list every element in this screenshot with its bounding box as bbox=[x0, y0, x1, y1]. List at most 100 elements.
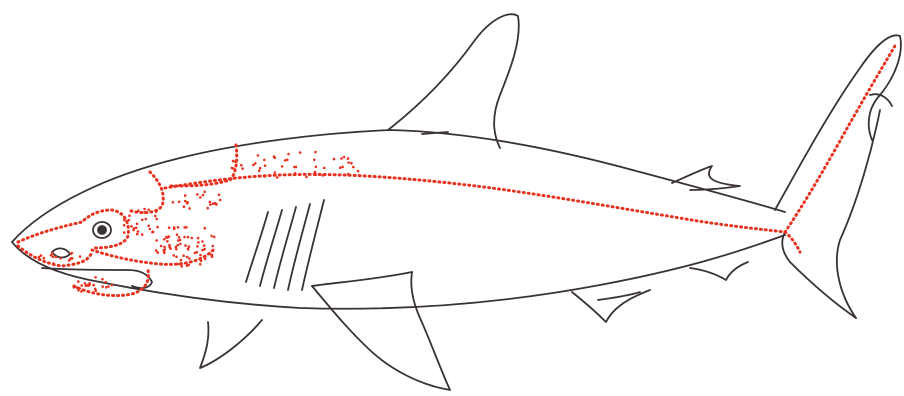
pore-dot bbox=[305, 176, 308, 179]
pore-dot bbox=[323, 167, 326, 170]
pore-dot bbox=[184, 244, 187, 247]
pore-dot bbox=[163, 246, 166, 249]
pore-dot bbox=[206, 207, 209, 210]
pore-dot bbox=[315, 166, 318, 169]
mandibular-canal bbox=[92, 248, 215, 264]
pore-dot bbox=[299, 151, 302, 154]
pore-dot bbox=[178, 201, 181, 204]
pore-dot bbox=[149, 228, 152, 231]
pore-dot bbox=[183, 205, 186, 208]
pore-dot bbox=[264, 164, 267, 167]
pore-dot bbox=[180, 259, 183, 262]
pore-dot bbox=[313, 159, 316, 162]
pore-dot bbox=[155, 239, 158, 242]
pore-dot bbox=[213, 236, 216, 239]
pore-dot bbox=[105, 286, 108, 289]
pore-dot bbox=[175, 255, 178, 258]
pore-dot bbox=[183, 236, 186, 239]
pore-dot bbox=[80, 284, 83, 287]
nostril bbox=[52, 248, 70, 257]
pore-dot bbox=[172, 201, 175, 204]
pore-dot bbox=[137, 230, 140, 233]
pore-dot bbox=[203, 244, 206, 247]
pore-dot bbox=[350, 162, 353, 165]
pore-dot bbox=[123, 231, 126, 234]
pore-dot bbox=[177, 239, 180, 242]
pore-dot bbox=[141, 219, 144, 222]
pore-dot bbox=[314, 173, 317, 176]
pore-dot bbox=[314, 171, 317, 174]
pore-dot bbox=[209, 201, 212, 204]
pore-dot bbox=[201, 240, 204, 243]
pore-dot bbox=[175, 248, 178, 251]
pore-dot bbox=[180, 265, 183, 268]
pore-dot bbox=[168, 226, 171, 229]
pore-dot bbox=[188, 207, 191, 210]
pore-dot bbox=[155, 211, 158, 214]
gill-slit-2 bbox=[260, 210, 282, 286]
pore-dot bbox=[43, 257, 46, 260]
pore-dot bbox=[257, 154, 260, 157]
pore-dot bbox=[165, 236, 168, 239]
pore-dot bbox=[70, 253, 73, 256]
gill-slit-5 bbox=[302, 200, 324, 290]
pore-dot bbox=[55, 256, 58, 259]
eye-pupil bbox=[98, 226, 106, 234]
pore-dot bbox=[141, 233, 144, 236]
pore-dot bbox=[136, 223, 139, 226]
pore-dot bbox=[94, 276, 97, 279]
pore-dot bbox=[201, 249, 204, 252]
pore-dot bbox=[59, 257, 62, 260]
pectoral-fin-base bbox=[312, 272, 412, 286]
pore-dot bbox=[38, 256, 41, 259]
pore-dot bbox=[128, 214, 131, 217]
pore-dot bbox=[199, 263, 202, 266]
pore-dot bbox=[151, 231, 154, 234]
pore-dot bbox=[188, 257, 191, 260]
pore-dot bbox=[147, 225, 150, 228]
pore-dot bbox=[179, 243, 182, 246]
pore-dot bbox=[51, 252, 54, 255]
pore-dot bbox=[166, 240, 169, 243]
pore-dot bbox=[155, 218, 158, 221]
caudal-fin-trailing-edge bbox=[837, 110, 880, 318]
pore-dot bbox=[333, 158, 336, 161]
shark-outline bbox=[12, 14, 901, 390]
pore-dot bbox=[211, 255, 214, 258]
pore-dot bbox=[252, 164, 255, 167]
pelvic-fin-inner bbox=[598, 292, 640, 300]
pore-dot bbox=[293, 166, 296, 169]
pore-dot bbox=[219, 199, 222, 202]
pore-dot bbox=[339, 166, 342, 169]
pore-dot bbox=[199, 196, 202, 199]
pore-dot bbox=[127, 219, 130, 222]
lateral-line bbox=[165, 174, 785, 232]
pore-dot bbox=[163, 238, 166, 241]
pore-dot bbox=[188, 245, 191, 248]
lateral-line-canals bbox=[18, 44, 896, 296]
pore-dot bbox=[186, 202, 189, 205]
pore-dot bbox=[168, 246, 171, 249]
pore-dot bbox=[281, 165, 284, 168]
pore-dot bbox=[154, 215, 157, 218]
pore-dot bbox=[180, 263, 183, 266]
pore-dot bbox=[88, 282, 91, 285]
supraorbital-canal bbox=[170, 145, 237, 186]
pore-dot bbox=[147, 209, 150, 212]
pore-dot bbox=[240, 164, 243, 167]
pore-dot bbox=[343, 156, 346, 159]
caudal-canal-lower bbox=[785, 232, 800, 252]
pore-dot bbox=[194, 252, 197, 255]
pore-dot bbox=[199, 254, 202, 257]
pore-dot bbox=[286, 159, 289, 162]
pore-dot bbox=[187, 236, 190, 239]
pore-dot bbox=[143, 211, 146, 214]
pelvic-fin bbox=[572, 290, 650, 322]
pore-dot bbox=[218, 194, 221, 197]
pore-dot bbox=[164, 248, 167, 251]
pore-dot bbox=[111, 284, 114, 287]
pore-dot bbox=[183, 226, 186, 229]
pore-dot bbox=[347, 157, 350, 160]
pore-dot bbox=[347, 161, 350, 164]
